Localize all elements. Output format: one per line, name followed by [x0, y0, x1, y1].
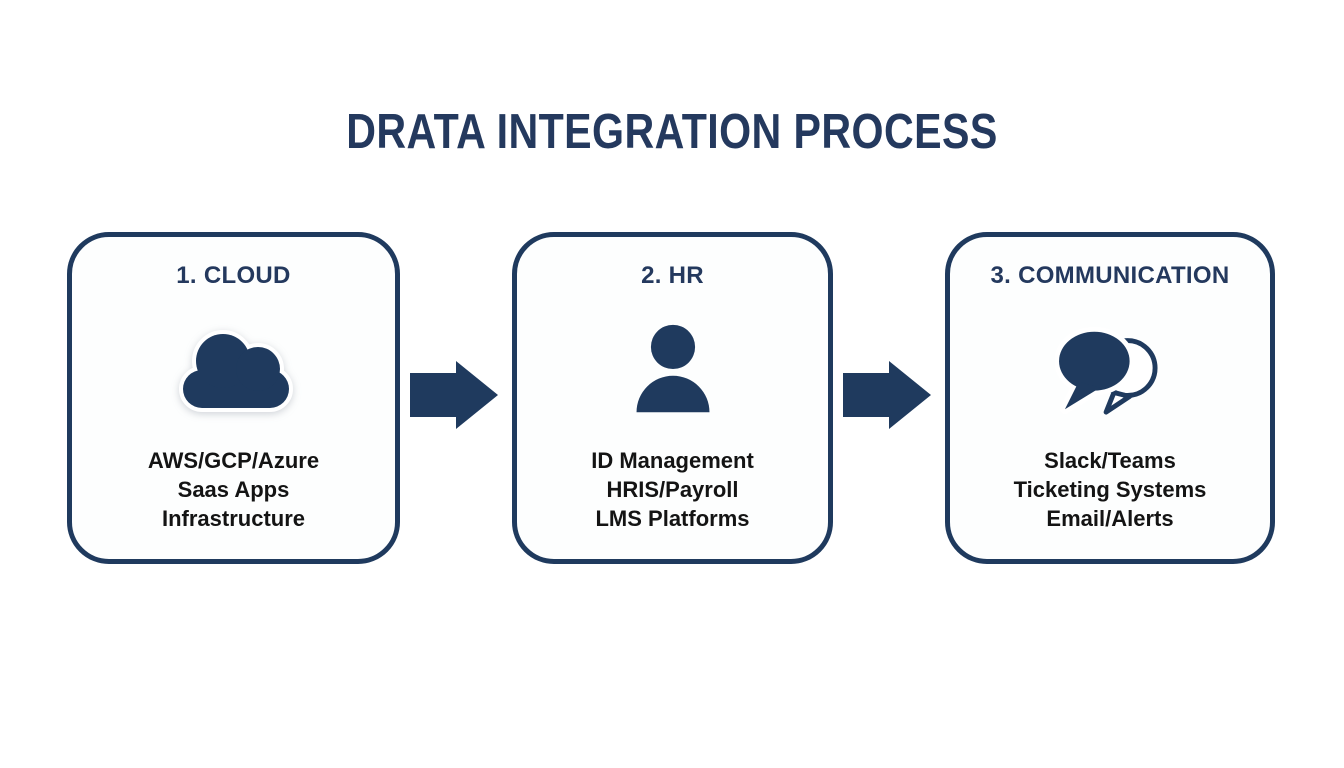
arrow-right-icon	[410, 361, 498, 434]
chat-bubbles-icon	[1055, 316, 1165, 424]
step-heading: 2. HR	[641, 262, 704, 289]
detail-line: Saas Apps	[177, 477, 290, 502]
detail-line: ID Management	[591, 448, 754, 473]
detail-line: Slack/Teams	[1044, 448, 1176, 473]
step-box-communication: 3. COMMUNICATION S	[945, 232, 1275, 564]
step-heading: 1. CLOUD	[176, 262, 291, 289]
detail-line: Infrastructure	[161, 506, 306, 531]
arrow-right-icon	[843, 361, 931, 434]
page-title: DRATA INTEGRATION PROCESS	[346, 105, 998, 159]
step-details: AWS/GCP/Azure Saas Apps Infrastructure	[148, 446, 319, 533]
cloud-icon	[175, 316, 293, 424]
detail-line: Email/Alerts	[1046, 506, 1174, 531]
person-icon	[625, 316, 721, 424]
detail-line: AWS/GCP/Azure	[147, 448, 320, 473]
step-box-cloud: 1. CLOUD AWS/GCP/Azure Saas Apps Infrast…	[67, 232, 400, 564]
step-details: ID Management HRIS/Payroll LMS Platforms	[591, 446, 754, 533]
detail-line: Ticketing Systems	[1013, 477, 1207, 502]
step-details: Slack/Teams Ticketing Systems Email/Aler…	[1014, 446, 1207, 533]
step-box-hr: 2. HR ID Management HRIS/Payroll LMS Pla…	[512, 232, 833, 564]
step-heading: 3. COMMUNICATION	[990, 262, 1230, 289]
detail-line: HRIS/Payroll	[606, 477, 739, 502]
detail-line: LMS Platforms	[595, 506, 750, 531]
